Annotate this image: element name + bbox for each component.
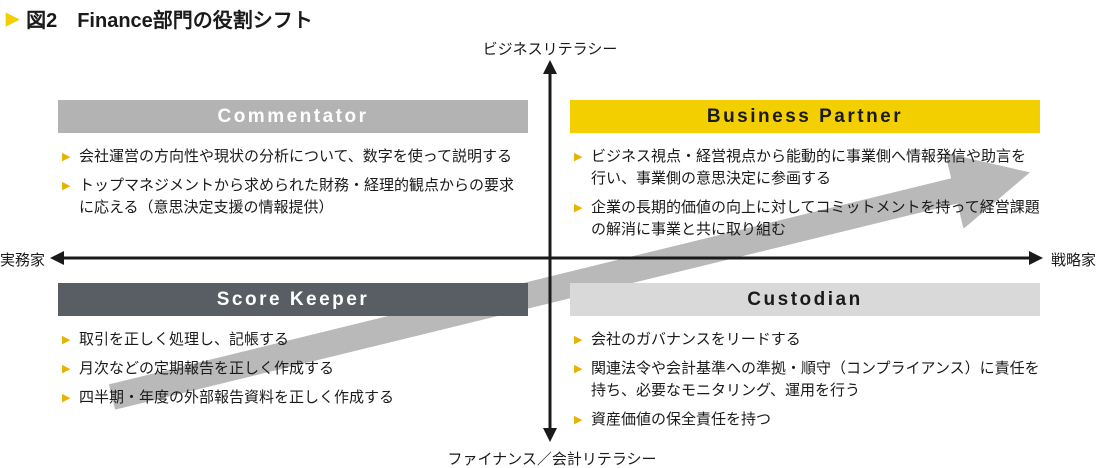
quadrant-business-partner: Business Partner ▶ ビジネス視点・経営視点から能動的に事業側へ… (570, 100, 1040, 248)
bullet-icon: ▶ (62, 180, 71, 192)
y-axis-bottom-arrowhead-icon (543, 428, 557, 442)
axis-label-bottom: ファイナンス／会計リテラシー (447, 451, 657, 468)
x-axis-right-arrowhead-icon (1029, 251, 1043, 265)
list-item: ▶ 四半期・年度の外部報告資料を正しく作成する (62, 387, 528, 409)
figure-title-text: 図2 Finance部門の役割シフト (26, 10, 313, 32)
bullet-icon: ▶ (574, 202, 583, 214)
bullet-icon: ▶ (62, 392, 71, 404)
list-item-text: 資産価値の保全責任を持つ (591, 411, 772, 428)
list-item-text: 関連法令や会計基準への準拠・順守（コンプライアンス）に責任を持ち、必要なモニタリ… (591, 360, 1040, 399)
list-item: ▶ 資産価値の保全責任を持つ (574, 409, 1040, 431)
quadrant-score-keeper-list: ▶ 取引を正しく処理し、記帳する ▶ 月次などの定期報告を正しく作成する ▶ 四… (58, 316, 528, 409)
list-item: ▶ 会社運営の方向性や現状の分析について、数字を使って説明する (62, 146, 528, 168)
list-item-text: 会社のガバナンスをリードする (591, 331, 801, 348)
list-item-text: 企業の長期的価値の向上に対してコミットメントを持って経営課題の解消に事業と共に取… (591, 199, 1040, 238)
list-item-text: トップマネジメントから求められた財務・経理的観点からの要求に応える（意思決定支援… (79, 177, 515, 216)
list-item-text: 四半期・年度の外部報告資料を正しく作成する (79, 389, 395, 406)
shift-arrow (108, 153, 1030, 410)
list-item-text: 月次などの定期報告を正しく作成する (79, 360, 335, 377)
quadrant-commentator-header: Commentator (58, 100, 528, 133)
list-item: ▶ 会社のガバナンスをリードする (574, 329, 1040, 351)
quadrant-score-keeper: Score Keeper ▶ 取引を正しく処理し、記帳する ▶ 月次などの定期報… (58, 283, 528, 416)
y-axis-top-arrowhead-icon (543, 60, 557, 74)
x-axis-left-arrowhead-icon (50, 251, 64, 265)
figure-title: ▶ 図2 Finance部門の役割シフト (6, 4, 313, 33)
quadrant-custodian-list: ▶ 会社のガバナンスをリードする ▶ 関連法令や会計基準への準拠・順守（コンプラ… (570, 316, 1040, 431)
list-item: ▶ ビジネス視点・経営視点から能動的に事業側へ情報発信や助言を行い、事業側の意思… (574, 146, 1040, 190)
quadrant-custodian-header: Custodian (570, 283, 1040, 316)
quadrant-commentator: Commentator ▶ 会社運営の方向性や現状の分析について、数字を使って説… (58, 100, 528, 226)
bullet-icon: ▶ (62, 334, 71, 346)
quadrant-business-partner-list: ▶ ビジネス視点・経営視点から能動的に事業側へ情報発信や助言を行い、事業側の意思… (570, 133, 1040, 241)
bullet-icon: ▶ (574, 363, 583, 375)
list-item: ▶ 取引を正しく処理し、記帳する (62, 329, 528, 351)
bullet-icon: ▶ (62, 363, 71, 375)
axis-label-top: ビジネスリテラシー (482, 41, 618, 58)
list-item: ▶ 企業の長期的価値の向上に対してコミットメントを持って経営課題の解消に事業と共… (574, 197, 1040, 241)
bullet-icon: ▶ (574, 414, 583, 426)
axis-label-left: 実務家 (0, 252, 46, 269)
bullet-icon: ▶ (62, 151, 71, 163)
axis-label-right: 戦略家 (1050, 252, 1096, 269)
bullet-icon: ▶ (574, 151, 583, 163)
list-item-text: 取引を正しく処理し、記帳する (79, 331, 290, 348)
list-item-text: ビジネス視点・経営視点から能動的に事業側へ情報発信や助言を行い、事業側の意思決定… (591, 148, 1027, 187)
figure-title-marker-icon: ▶ (6, 9, 20, 28)
quadrant-score-keeper-header: Score Keeper (58, 283, 528, 316)
quadrant-commentator-list: ▶ 会社運営の方向性や現状の分析について、数字を使って説明する ▶ トップマネジ… (58, 133, 528, 219)
quadrant-custodian: Custodian ▶ 会社のガバナンスをリードする ▶ 関連法令や会計基準への… (570, 283, 1040, 438)
list-item: ▶ 関連法令や会計基準への準拠・順守（コンプライアンス）に責任を持ち、必要なモニ… (574, 358, 1040, 402)
bullet-icon: ▶ (574, 334, 583, 346)
list-item-text: 会社運営の方向性や現状の分析について、数字を使って説明する (79, 148, 513, 165)
list-item: ▶ 月次などの定期報告を正しく作成する (62, 358, 528, 380)
list-item: ▶ トップマネジメントから求められた財務・経理的観点からの要求に応える（意思決定… (62, 175, 528, 219)
quadrant-business-partner-header: Business Partner (570, 100, 1040, 133)
